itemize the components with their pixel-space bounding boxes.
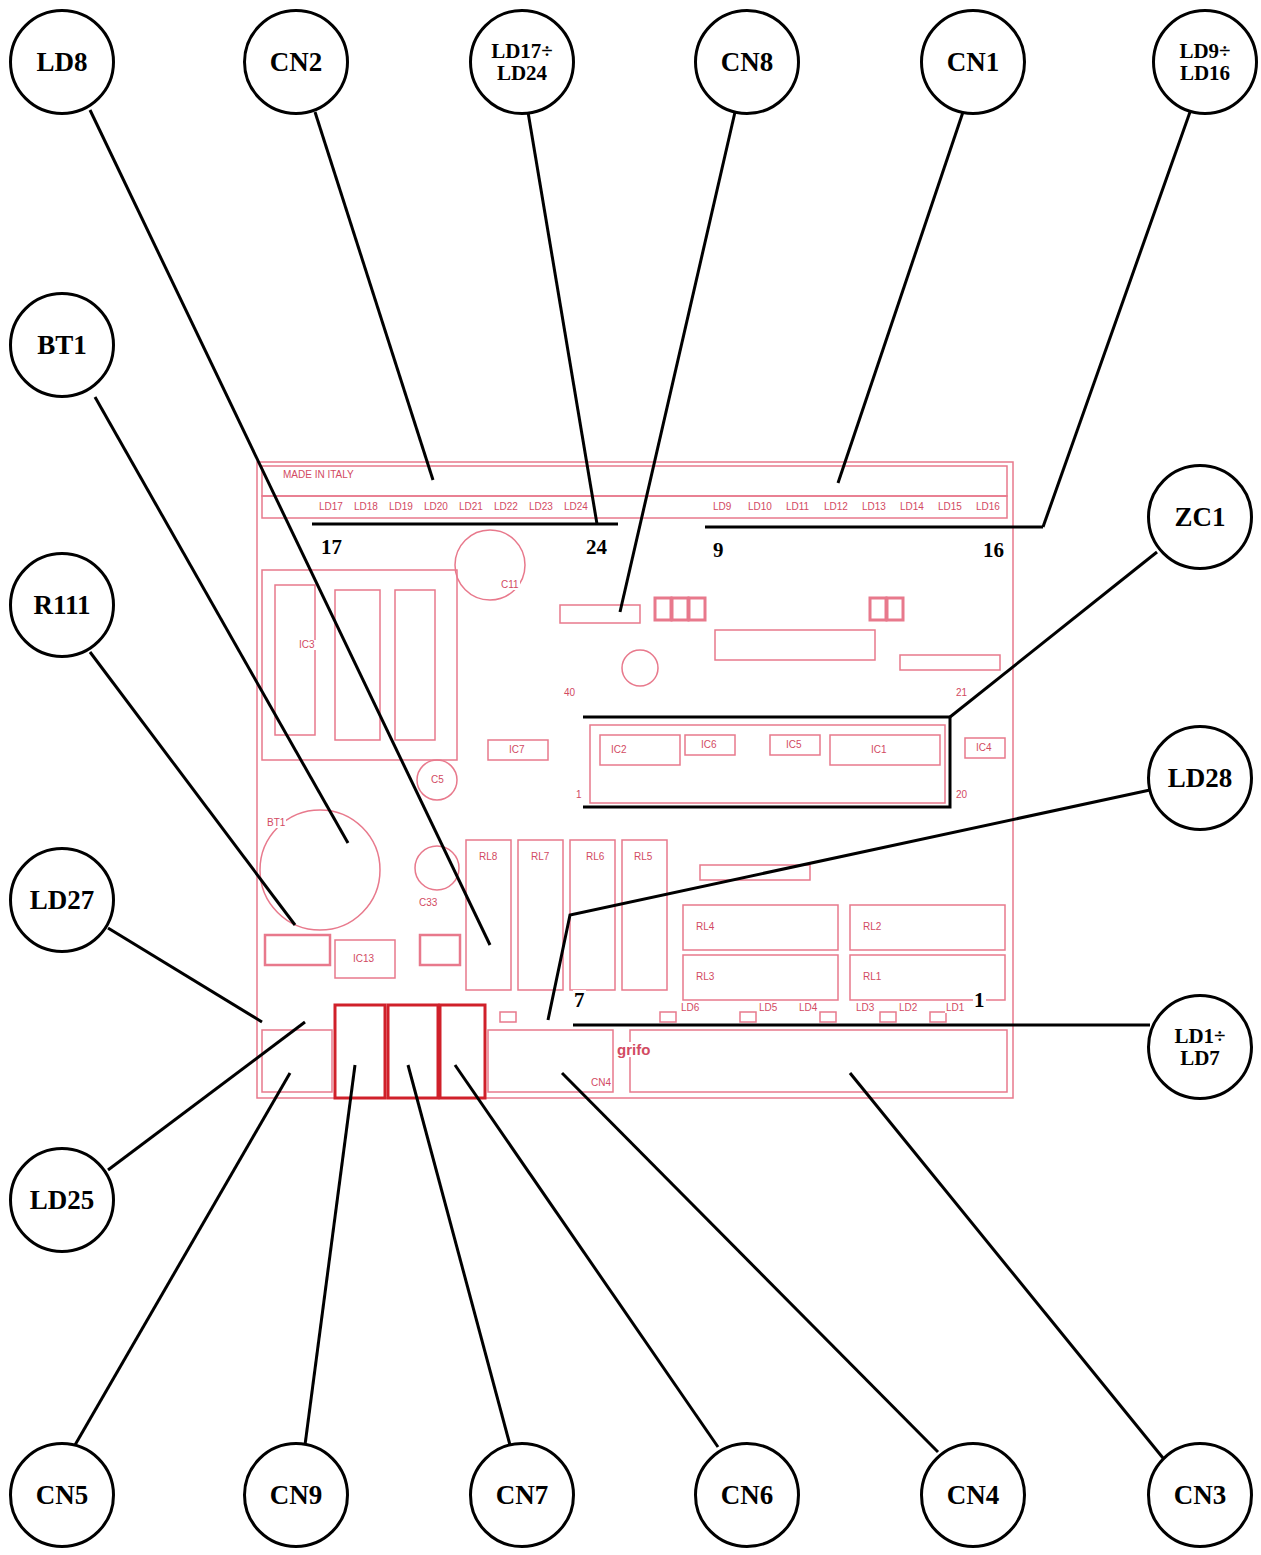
callout-text: LD25 (30, 1186, 95, 1214)
board-marking: MADE IN ITALY (282, 470, 355, 480)
callout-text: CN4 (947, 1481, 1000, 1509)
callout-text: LD27 (30, 886, 95, 914)
board-marking: RL1 (862, 972, 882, 982)
callout-text: CN8 (721, 48, 774, 76)
board-marking: LD21 (458, 502, 484, 512)
callout-number: 7 (573, 990, 586, 1011)
board-marking: BT1 (266, 818, 286, 828)
board-marking: IC7 (508, 745, 526, 755)
board-marking: IC6 (700, 740, 718, 750)
board-marking: RL3 (695, 972, 715, 982)
board-marking: LD4 (798, 1003, 818, 1013)
board-marking: C33 (418, 898, 438, 908)
callout-circle: CN8 (694, 9, 800, 115)
callout-text: LD28 (1168, 764, 1233, 792)
board-marking: 40 (563, 688, 576, 698)
callout-text: BT1 (37, 331, 87, 359)
leader-lines (75, 110, 1190, 1458)
callout-circle: LD17÷ LD24 (469, 9, 575, 115)
board-marking: RL7 (530, 852, 550, 862)
board-marking: 1 (575, 790, 583, 800)
callout-text: LD8 (36, 48, 87, 76)
callout-circle: CN7 (469, 1442, 575, 1548)
callout-number: 9 (712, 540, 725, 561)
board-marking: LD3 (855, 1003, 875, 1013)
board-marking: CN4 (590, 1078, 612, 1088)
board-marking: RL6 (585, 852, 605, 862)
board-marking: LD17 (318, 502, 344, 512)
board-marking: LD19 (388, 502, 414, 512)
board-marking: LD14 (899, 502, 925, 512)
board-marking: LD20 (423, 502, 449, 512)
board-marking: grifo (616, 1042, 651, 1057)
callout-text: CN7 (496, 1481, 549, 1509)
callout-circle: ZC1 (1147, 464, 1253, 570)
board-marking: IC13 (352, 954, 375, 964)
callout-circle: LD28 (1147, 725, 1253, 831)
callout-number: 1 (973, 990, 986, 1011)
callout-text: LD17÷ LD24 (486, 40, 558, 84)
board-marking: LD16 (975, 502, 1001, 512)
board-marking: IC3 (298, 640, 316, 650)
callout-number: 24 (585, 537, 608, 558)
board-marking: LD11 (785, 502, 810, 512)
board-marking: 20 (955, 790, 968, 800)
callout-number: 17 (320, 537, 343, 558)
callout-number: 16 (982, 540, 1005, 561)
callout-text: CN5 (36, 1481, 89, 1509)
callout-circle: CN9 (243, 1442, 349, 1548)
board-marking: LD10 (747, 502, 773, 512)
board-marking: LD13 (861, 502, 887, 512)
board-marking: LD18 (353, 502, 379, 512)
callout-text: CN6 (721, 1481, 774, 1509)
callout-circle: CN5 (9, 1442, 115, 1548)
callout-text: ZC1 (1174, 503, 1225, 531)
board-marking: IC2 (610, 745, 628, 755)
callout-circle: LD1÷ LD7 (1147, 994, 1253, 1100)
board-marking: LD23 (528, 502, 554, 512)
callout-circle: CN2 (243, 9, 349, 115)
board-marking: LD22 (493, 502, 519, 512)
board-marking: IC1 (870, 745, 888, 755)
board-marking: IC5 (785, 740, 803, 750)
board-marking: IC4 (975, 743, 993, 753)
callout-circle: LD25 (9, 1147, 115, 1253)
callout-circle: CN1 (920, 9, 1026, 115)
callout-circle: LD8 (9, 9, 115, 115)
board-marking: LD9 (712, 502, 732, 512)
board-marking: C11 (500, 580, 520, 590)
board-marking: LD12 (823, 502, 849, 512)
callout-text: LD9÷ LD16 (1169, 40, 1241, 84)
callout-circle: LD27 (9, 847, 115, 953)
board-marking: RL4 (695, 922, 715, 932)
board-marking: RL8 (478, 852, 498, 862)
board-marking: C5 (430, 775, 445, 785)
callout-circle: CN3 (1147, 1442, 1253, 1548)
board-marking: LD2 (898, 1003, 918, 1013)
callout-text: CN1 (947, 48, 1000, 76)
callout-circle: CN6 (694, 1442, 800, 1548)
callout-text: LD1÷ LD7 (1164, 1025, 1236, 1069)
board-marking: LD6 (680, 1003, 700, 1013)
callout-text: CN9 (270, 1481, 323, 1509)
callout-circle: LD9÷ LD16 (1152, 9, 1258, 115)
callout-text: CN2 (270, 48, 323, 76)
board-marking: RL2 (862, 922, 882, 932)
board-marking: LD24 (563, 502, 589, 512)
callout-text: CN3 (1174, 1481, 1227, 1509)
board-marking: LD5 (758, 1003, 778, 1013)
board-marking: LD15 (937, 502, 963, 512)
board-marking: LD1 (945, 1003, 965, 1013)
callout-circle: BT1 (9, 292, 115, 398)
callout-text: R111 (33, 591, 90, 619)
board-marking: 21 (955, 688, 968, 698)
board-marking: RL5 (633, 852, 653, 862)
callout-circle: CN4 (920, 1442, 1026, 1548)
callout-circle: R111 (9, 552, 115, 658)
